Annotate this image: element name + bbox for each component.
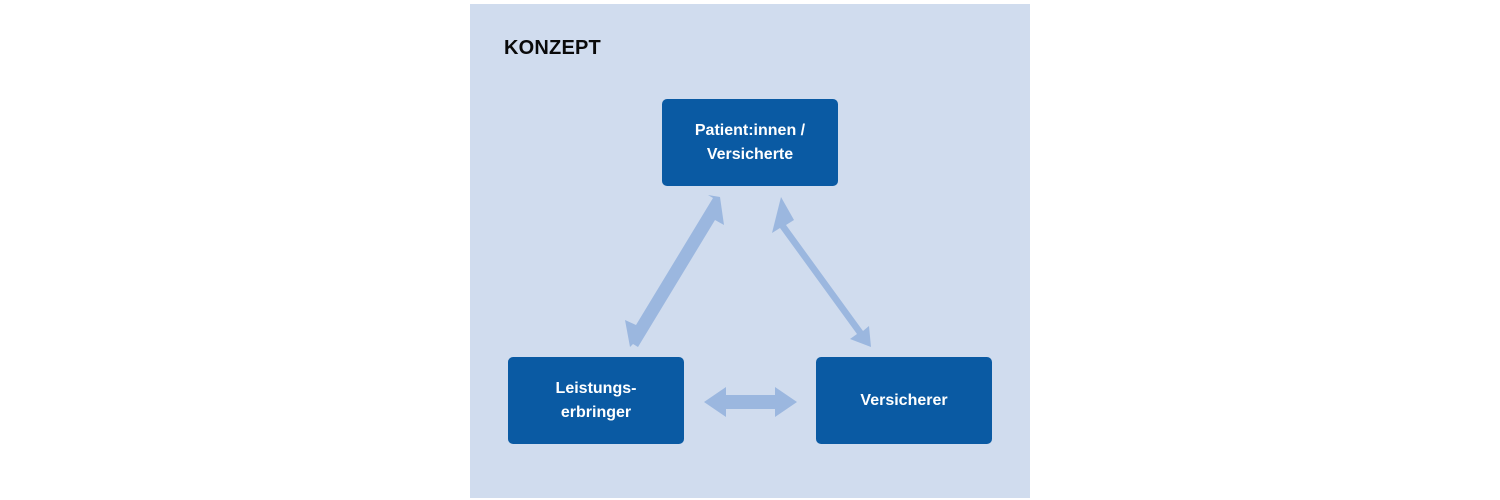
arrow-providers-insurers bbox=[704, 387, 797, 417]
arrow-patients-providers bbox=[625, 195, 724, 347]
connector-arrows bbox=[625, 195, 871, 417]
arrow-patients-insurers bbox=[772, 197, 871, 347]
node-patients-line2: Versicherte bbox=[706, 145, 794, 163]
node-insurers: Versicherer bbox=[816, 357, 992, 444]
node-patients-line1: Patient:innen / bbox=[694, 121, 806, 139]
diagram-panel: KONZEPT Patient:innen / Versicherte Leis… bbox=[470, 4, 1030, 498]
node-providers-line1: Leistungs- bbox=[555, 379, 637, 397]
diagram-title: KONZEPT bbox=[504, 37, 601, 59]
node-providers-line2: erbringer bbox=[560, 403, 632, 421]
node-patients: Patient:innen / Versicherte bbox=[662, 99, 838, 186]
node-providers: Leistungs- erbringer bbox=[508, 357, 684, 444]
node-insurers-line1: Versicherer bbox=[860, 391, 948, 409]
